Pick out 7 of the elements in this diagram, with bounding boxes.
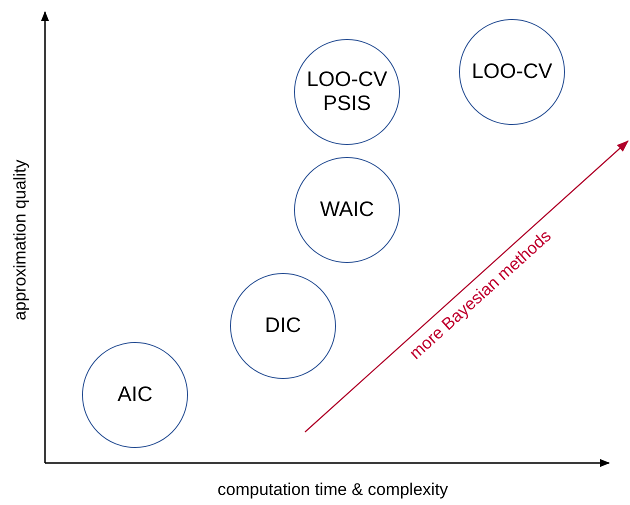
axis-title: approximation quality [10, 160, 30, 320]
method-label: WAIC [320, 198, 374, 222]
method-label: DIC [264, 314, 302, 338]
method-label: AIC [117, 382, 152, 408]
axis-title: computation time & complexity [218, 480, 448, 500]
method-label: LOO-CV [472, 60, 552, 84]
method-label: LOO-CV PSIS [306, 68, 388, 116]
